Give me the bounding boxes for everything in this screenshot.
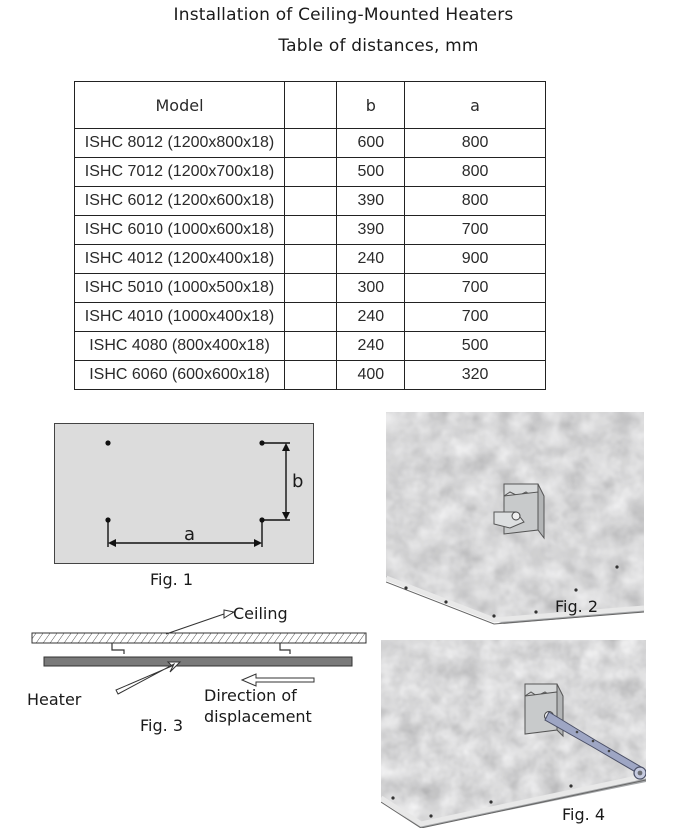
column-header-b: b <box>336 81 406 129</box>
empty-cell <box>283 331 338 361</box>
empty-cell <box>283 360 338 390</box>
b-cell: 240 <box>336 302 406 332</box>
fig1-mounting-diagram <box>54 423 314 564</box>
column-header-a: a <box>404 81 546 129</box>
column-header-model: Model <box>74 81 285 129</box>
empty-cell <box>283 302 338 332</box>
empty-cell <box>283 128 338 158</box>
fig2-caption: Fig. 2 <box>555 597 598 616</box>
b-cell: 500 <box>336 157 406 187</box>
b-cell: 390 <box>336 186 406 216</box>
fig3-heater-label: Heater <box>27 690 82 709</box>
b-cell: 390 <box>336 215 406 245</box>
fig3-caption: Fig. 3 <box>140 716 183 735</box>
empty-cell <box>283 273 338 303</box>
heater-bar <box>43 656 353 667</box>
dimension-a <box>107 522 263 547</box>
bracket-icon <box>493 483 545 540</box>
mount-point-bottom-right <box>259 517 265 523</box>
column-header-empty <box>283 81 338 129</box>
fig1-label-b: b <box>292 471 304 492</box>
a-cell: 500 <box>404 331 546 361</box>
fig2-bracket-illustration <box>386 412 645 625</box>
fig1-label-a: a <box>184 524 196 545</box>
document-title: Installation of Ceiling-Mounted Heaters <box>173 5 514 25</box>
model-cell: ISHC 7012 (1200x700x18) <box>74 157 285 187</box>
empty-cell <box>283 157 338 187</box>
table-header-row: Model b a <box>74 81 546 129</box>
fig4-caption: Fig. 4 <box>562 805 605 824</box>
fig4-bracket-strap-illustration <box>381 640 646 828</box>
fig3-ceiling-label: Ceiling <box>233 604 288 623</box>
bracket-strap-icon <box>524 683 646 780</box>
empty-cell <box>283 244 338 274</box>
b-cell: 400 <box>336 360 406 390</box>
fig3-direction-label-2: displacement <box>204 707 312 726</box>
a-cell: 900 <box>404 244 546 274</box>
fig3-side-view <box>31 609 367 695</box>
table-subtitle: Table of distances, mm <box>278 36 479 56</box>
b-cell: 240 <box>336 244 406 274</box>
b-cell: 300 <box>336 273 406 303</box>
a-cell: 700 <box>404 273 546 303</box>
model-cell: ISHC 4080 (800x400x18) <box>74 331 285 361</box>
mount-point-top-right <box>259 440 265 446</box>
fig3-direction-label-1: Direction of <box>204 686 297 705</box>
a-cell: 700 <box>404 215 546 245</box>
fig1-caption: Fig. 1 <box>150 570 193 589</box>
a-cell: 800 <box>404 157 546 187</box>
model-cell: ISHC 4010 (1000x400x18) <box>74 302 285 332</box>
model-cell: ISHC 8012 (1200x800x18) <box>74 128 285 158</box>
b-cell: 240 <box>336 331 406 361</box>
a-cell: 700 <box>404 302 546 332</box>
dimension-b <box>264 442 290 521</box>
b-cell: 600 <box>336 128 406 158</box>
model-cell: ISHC 5010 (1000x500x18) <box>74 273 285 303</box>
a-cell: 800 <box>404 128 546 158</box>
empty-cell <box>283 186 338 216</box>
mount-point-bottom-left <box>105 517 111 523</box>
empty-cell <box>283 215 338 245</box>
model-cell: ISHC 6012 (1200x600x18) <box>74 186 285 216</box>
ceiling-slab <box>31 632 367 644</box>
mount-point-top-left <box>105 440 111 446</box>
model-cell: ISHC 6060 (600x600x18) <box>74 360 285 390</box>
model-cell: ISHC 4012 (1200x400x18) <box>74 244 285 274</box>
a-cell: 320 <box>404 360 546 390</box>
model-cell: ISHC 6010 (1000x600x18) <box>74 215 285 245</box>
a-cell: 800 <box>404 186 546 216</box>
